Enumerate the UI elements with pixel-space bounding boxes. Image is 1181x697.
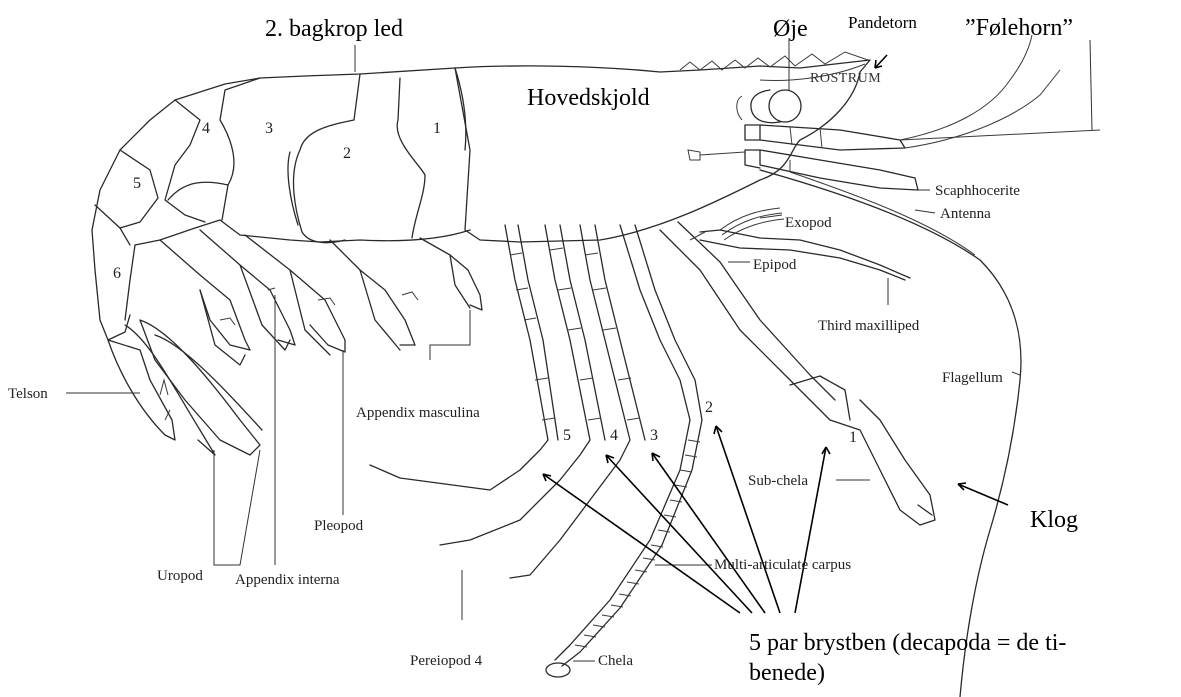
label-exopod: Exopod [785, 215, 832, 231]
label-brystben-line2: benede) [749, 660, 825, 686]
label-pereiopod4: Pereiopod 4 [410, 653, 483, 669]
segment-number: 1 [433, 120, 441, 137]
label-sub-chela: Sub-chela [748, 473, 808, 489]
label-appendix-masculina: Appendix masculina [356, 405, 480, 421]
leg-numbers: 1 2 3 4 5 [563, 399, 857, 446]
label-telson: Telson [8, 386, 48, 402]
label-chela: Chela [598, 653, 633, 669]
segment-number: 5 [133, 175, 141, 192]
label-antenna: Antenna [940, 206, 991, 222]
label-uropod: Uropod [157, 568, 203, 584]
head-appendages [688, 35, 1100, 697]
segment-number: 2 [343, 145, 351, 162]
leg-number: 2 [705, 399, 713, 416]
carapace [455, 52, 870, 242]
segment-numbers: 1 2 3 4 5 6 [113, 120, 441, 282]
segment-number: 4 [202, 120, 210, 137]
leg-number: 3 [650, 427, 658, 444]
pereiopods [370, 222, 935, 677]
segment-number: 6 [113, 265, 121, 282]
labels: 2. bagkrop led Øje Pandetorn ”Følehorn” … [8, 13, 1078, 686]
abdomen [92, 68, 470, 340]
label-folehorn: ”Følehorn” [965, 15, 1073, 41]
label-brystben-line1: 5 par brystben (decapoda = de ti- [749, 630, 1066, 656]
label-third-maxilliped: Third maxilliped [818, 318, 920, 334]
label-rostrum: ROSTRUM [810, 71, 881, 86]
label-flagellum: Flagellum [942, 370, 1003, 386]
leg-number: 5 [563, 427, 571, 444]
leg-number: 1 [849, 429, 857, 446]
leg-number: 4 [610, 427, 618, 444]
label-bagkrop: 2. bagkrop led [265, 16, 403, 42]
tail-fan [108, 320, 262, 455]
label-oje: Øje [773, 16, 808, 42]
label-pandetorn: Pandetorn [848, 13, 917, 32]
label-hovedskjold: Hovedskjold [527, 85, 650, 111]
label-pleopod: Pleopod [314, 518, 364, 534]
segment-number: 3 [265, 120, 273, 137]
label-appendix-interna: Appendix interna [235, 572, 340, 588]
label-klog: Klog [1030, 507, 1078, 533]
label-multi-carpus: Multi-articulate carpus [714, 557, 851, 573]
label-epipod: Epipod [753, 257, 797, 273]
label-scaphhocerite: Scaphhocerite [935, 183, 1020, 199]
